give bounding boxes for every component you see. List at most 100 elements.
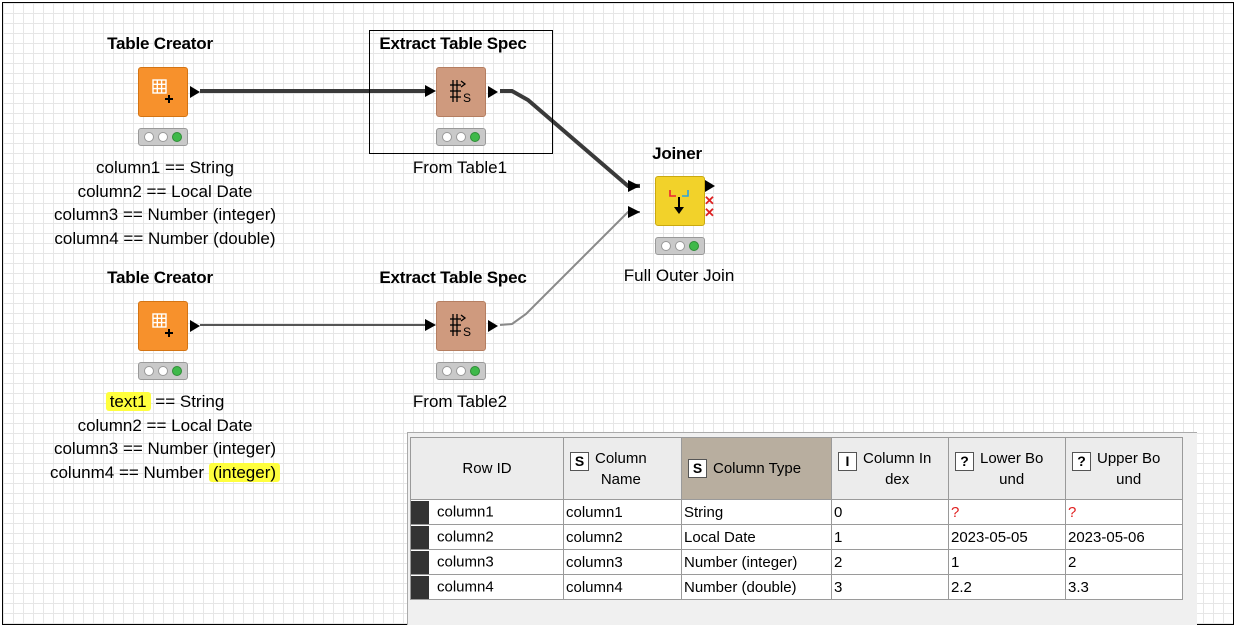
output-port-icon[interactable] — [190, 86, 200, 98]
table-creator-node-2[interactable] — [138, 301, 188, 351]
cell-upper-bound: 2023-05-06 — [1065, 524, 1183, 550]
annotation-text: == String — [150, 392, 225, 411]
annotation-line: column2 == Local Date — [77, 415, 253, 435]
annotation-line: column1 == String — [96, 158, 234, 177]
status-light-icon — [456, 132, 466, 142]
node-title-table-creator-1[interactable]: Table Creator — [107, 34, 213, 53]
row-id-cell: column2 — [410, 524, 564, 550]
status-light-icon — [144, 366, 154, 376]
arrow-head-icon — [628, 180, 640, 192]
join-icon — [669, 190, 689, 214]
cell-lower-bound: 2023-05-05 — [948, 524, 1066, 550]
header-text: und — [1116, 470, 1142, 488]
row-id-text: column3 — [437, 552, 494, 570]
joiner-node[interactable] — [655, 176, 705, 226]
header-text: Name — [600, 470, 641, 488]
status-light-icon — [689, 241, 699, 251]
node-title-table-creator-2[interactable]: Table Creator — [107, 268, 213, 287]
cell-column-name: column2 — [563, 524, 682, 550]
header-text: Lower Bo — [980, 449, 1044, 467]
status-traffic-light — [436, 128, 486, 146]
status-light-icon — [172, 366, 182, 376]
status-light-icon — [661, 241, 671, 251]
table-row[interactable]: column4 column4 Number (double) 3 2.2 3.… — [410, 574, 1183, 600]
table-row[interactable]: column2 column2 Local Date 1 2023-05-05 … — [410, 524, 1183, 550]
extract-table-spec-node-2[interactable]: S — [436, 301, 486, 351]
row-marker — [411, 525, 429, 549]
highlight-text: text1 — [105, 392, 151, 411]
status-traffic-light — [138, 128, 188, 146]
table-row[interactable]: column1 column1 String 0 ? ? — [410, 499, 1183, 525]
node-annotation-2[interactable]: text1 == String column2 == Local Date co… — [49, 390, 281, 485]
output-port-icon[interactable] — [705, 180, 715, 192]
integer-type-icon: I — [838, 451, 857, 471]
annotation-line: column4 == Number (double) — [54, 228, 276, 248]
annotation-text: colunm4 == Number — [49, 462, 209, 482]
table-row[interactable]: column3 column3 Number (integer) 2 1 2 — [410, 549, 1183, 575]
node-label-full-outer-join[interactable]: Full Outer Join — [623, 266, 735, 285]
node-label-from-table1[interactable]: From Table1 — [412, 158, 508, 177]
status-light-icon — [442, 132, 452, 142]
status-light-icon — [172, 132, 182, 142]
output-port-icon[interactable] — [488, 86, 498, 98]
annotation-line: column3 == Number (integer) — [53, 205, 277, 224]
cell-lower-bound: 1 — [948, 549, 1066, 575]
cell-column-type: Local Date — [681, 524, 832, 550]
output-port-icon[interactable] — [190, 320, 200, 332]
node-title-joiner[interactable]: Joiner — [652, 144, 702, 163]
cell-column-index: 2 — [831, 549, 949, 575]
cell-column-type: String — [681, 499, 832, 525]
table-creator-node-1[interactable] — [138, 67, 188, 117]
inactive-port-icon[interactable]: ✕ — [704, 205, 715, 220]
cell-column-index: 0 — [831, 499, 949, 525]
status-traffic-light — [655, 237, 705, 255]
table-create-icon — [152, 313, 173, 337]
row-marker — [411, 500, 429, 524]
extract-table-spec-node-1[interactable]: S — [436, 67, 486, 117]
cell-upper-bound: 2 — [1065, 549, 1183, 575]
output-port-icon[interactable] — [488, 320, 498, 332]
header-text: Column — [595, 449, 647, 467]
row-id-text: column1 — [437, 502, 494, 520]
inactive-port-icon[interactable]: ✕ — [704, 193, 715, 208]
node-label-from-table2[interactable]: From Table2 — [412, 392, 508, 411]
header-text: Column Type — [713, 460, 802, 477]
svg-text:S: S — [463, 91, 471, 105]
cell-column-name: column4 — [563, 574, 682, 600]
arrow-head-icon — [628, 206, 640, 218]
table-spec-icon: S — [450, 314, 471, 339]
string-type-icon: S — [570, 451, 589, 471]
annotation-line: text1 == String — [50, 390, 280, 414]
row-id-text: column4 — [437, 577, 494, 595]
cell-column-index: 3 — [831, 574, 949, 600]
node-annotation-1[interactable]: column1 == String column2 == Local Date … — [54, 156, 276, 250]
row-marker — [411, 550, 429, 574]
table-create-icon — [152, 79, 173, 103]
header-text: dex — [885, 470, 910, 488]
status-light-icon — [144, 132, 154, 142]
status-light-icon — [456, 366, 466, 376]
svg-text:S: S — [463, 325, 471, 339]
status-light-icon — [675, 241, 685, 251]
highlight-text: (integer) — [208, 462, 281, 482]
node-title-extract-table-spec-2[interactable]: Extract Table Spec — [379, 268, 527, 287]
header-row-id[interactable]: Row ID — [410, 437, 564, 500]
status-light-icon — [442, 366, 452, 376]
header-text: Upper Bo — [1097, 449, 1161, 467]
status-light-icon — [470, 132, 480, 142]
arrow-head-icon — [425, 319, 436, 331]
cell-column-type: Number (integer) — [681, 549, 832, 575]
cell-column-index: 1 — [831, 524, 949, 550]
annotation-line: colunm4 == Number (integer) — [49, 461, 281, 485]
node-title-extract-table-spec-1[interactable]: Extract Table Spec — [379, 34, 527, 53]
